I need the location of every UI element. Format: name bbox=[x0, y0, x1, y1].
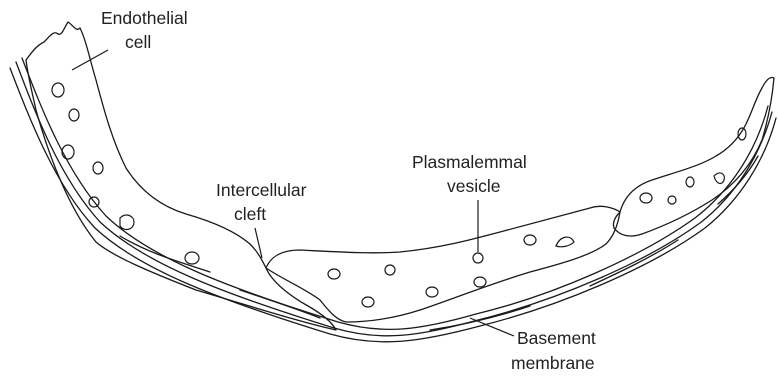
membrane-layer-outer bbox=[10, 68, 776, 342]
vesicle bbox=[62, 145, 74, 159]
label-plasmalemmal-vesicle: Plasmalemmal vesicle bbox=[412, 152, 532, 196]
vesicle bbox=[738, 128, 746, 140]
vesicle bbox=[69, 109, 79, 121]
vesicle bbox=[556, 237, 574, 247]
basement-membrane-layers bbox=[10, 58, 776, 342]
vesicle bbox=[385, 265, 395, 275]
vesicle bbox=[474, 277, 486, 287]
vesicle bbox=[52, 83, 64, 97]
vesicle bbox=[362, 297, 374, 307]
label-intercellular-cleft: Intercellular cleft bbox=[216, 180, 311, 224]
vesicle bbox=[640, 193, 652, 203]
label-intercellular-cleft-line2: cleft bbox=[234, 204, 266, 224]
membrane-layer-3 bbox=[22, 58, 768, 329]
vesicle bbox=[714, 173, 724, 183]
endothelial-cell-right-outline bbox=[613, 77, 774, 236]
label-intercellular-cleft-line1: Intercellular bbox=[216, 180, 307, 200]
vesicle bbox=[120, 215, 134, 229]
vesicle bbox=[686, 177, 694, 187]
label-endothelial-cell: Endothelial cell bbox=[101, 8, 192, 52]
label-basement-membrane: Basement membrane bbox=[511, 328, 601, 373]
label-plasmalemmal-vesicle-line1: Plasmalemmal bbox=[412, 152, 527, 172]
endothelial-cell-middle-outline bbox=[266, 206, 620, 322]
vesicle bbox=[93, 162, 103, 174]
vesicle bbox=[524, 235, 536, 245]
leader-endothelial-cell bbox=[72, 50, 108, 70]
vesicle bbox=[328, 269, 340, 279]
vesicle bbox=[668, 196, 676, 204]
label-endothelial-cell-line1: Endothelial bbox=[101, 8, 188, 28]
endothelial-cell-left-outline bbox=[26, 22, 336, 330]
label-plasmalemmal-vesicle-line2: vesicle bbox=[447, 176, 501, 196]
membrane-dash-4 bbox=[590, 240, 678, 286]
membrane-layer-2 bbox=[16, 62, 772, 336]
membrane-dash-2 bbox=[240, 290, 320, 318]
vesicle bbox=[426, 287, 438, 297]
vesicle bbox=[473, 253, 483, 263]
vesicle bbox=[185, 252, 199, 264]
label-basement-membrane-line2: membrane bbox=[511, 353, 595, 373]
label-basement-membrane-line1: Basement bbox=[517, 328, 596, 348]
label-endothelial-cell-line2: cell bbox=[125, 32, 151, 52]
leader-intercellular-cleft bbox=[255, 228, 262, 258]
